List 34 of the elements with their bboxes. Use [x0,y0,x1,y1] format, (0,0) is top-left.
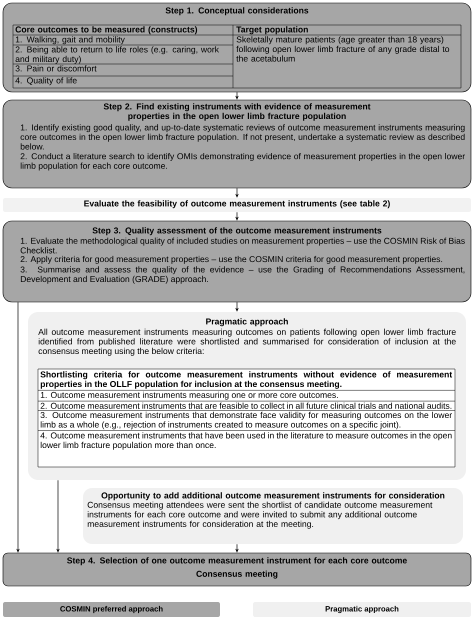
box-heading: Opportunity to add additional outcome measurement instruments for consideration [102,492,444,500]
table-cell: 2. Being able to return to life roles (e.g. caring, work and military duty) [16,46,219,64]
step-box [2,2,472,92]
approach-box [83,488,463,544]
band-text: Evaluate the feasibility of outcome measurement instruments (see table 2) [84,200,390,208]
step-item: 3. Summarise and assess the quality of the evidence – use the Grading of Recommendations Assessment, Development and Evaluation (GRADE) approach. [20,266,464,284]
box-heading: Pragmatic approach [206,318,288,326]
step-heading: Consensus meeting [196,570,278,579]
step-box [2,552,472,586]
table-row: 2. Outcome measurement instruments that are feasible to collect in all future clinical trials and national audits. [40,402,452,409]
table-cell: Target population [236,26,308,34]
table-cell: 4. Quality of life [15,77,77,86]
feasibility-band [3,198,471,212]
step-box [2,100,472,188]
table-cell: Skeletally mature patients (age greater than 18 years) following open lower limb fracture of any grade distal to the acetabulum [236,36,450,62]
table-row: 3. Outcome measurement instruments that demonstrate face validity for measuring outcomes on the lower limb as a whole (e.g., rejection of instruments created to measure outcomes on a specific joint). [40,412,452,430]
table-header: Shortlisting criteria for outcome measurement instruments without evidence of measurement properties in the OLLF population for inclusion at the consensus meeting. [40,371,452,389]
step-box [2,220,472,302]
body-text: Consensus meeting attendees were sent the shortlist of candidate outcome measurement instruments for each core outcome and were invited to submit any additional outcome measurement instruments for consideration at the meeting. [88,502,432,529]
step-item: 1. Evaluate the methodological quality of included studies on measurement properties – use the COSMIN Risk of Bias Checklist. [20,238,465,254]
table-cell: Core outcomes to be measured (constructs) [16,26,198,34]
table-row: 1. Outcome measurement instruments measuring one or more core outcomes. [40,392,338,400]
body-text: All outcome measurement instruments measuring outcomes on patients following open lower limb fracture identified from published literature were shortlisted and summarised for consideration of inclusion at the consensus meeting using the below criteria: [38,328,456,356]
step-heading: Step 4. Selection of one outcome measurement instrument for each core outcome [67,557,407,566]
step-heading: Step 3. Quality assessment of the outcome measurement instruments [92,227,382,236]
table-cell: 1. Walking, gait and mobility [16,36,125,44]
table-row: 4. Outcome measurement instruments that have been used in the literature to measure outcomes in the open lower limb fracture population more than once. [40,432,452,450]
step-item: 2. Conduct a literature search to identify OMIs demonstrating evidence of measurement properties in the open lower limb population for each core outcome. [20,152,465,171]
table-cell: 3. Pain or discomfort [16,65,97,72]
step-heading: Step 2. Find existing instruments with evidence of measurement properties in the open lower limb fracture population [104,103,370,121]
criteria-table [38,368,456,468]
step-heading: Step 1. Conceptual considerations [166,7,308,16]
step-item: 1. Identify existing good quality, and up-to-date systematic reviews of outcome measurement instruments measuring core outcomes in the open lower limb fracture population. If not present, undertake a systematic review as described below. [20,124,465,150]
step-item: 2. Apply criteria for good measurement properties – use the COSMIN criteria for good measurement properties. [20,256,442,264]
